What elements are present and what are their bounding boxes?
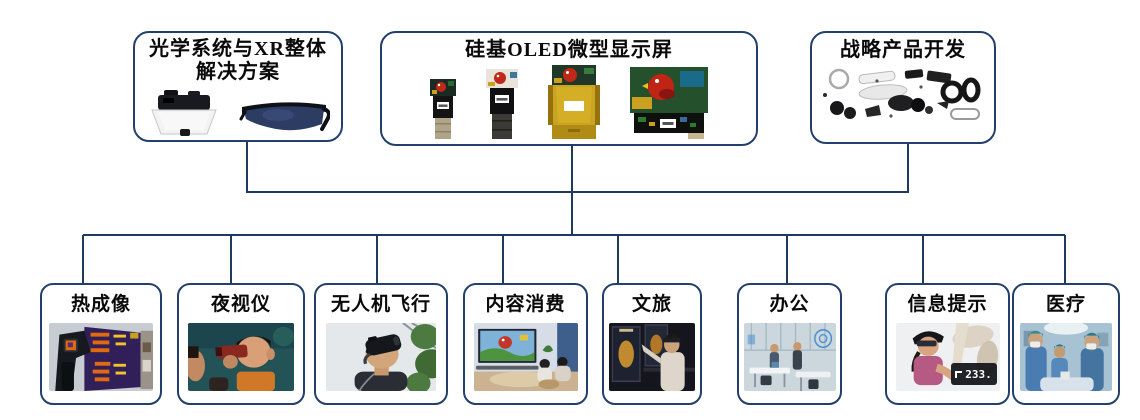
node-thermal-imaging: 热成像 — [40, 283, 162, 405]
living-room-screen-photo — [473, 323, 578, 391]
node-culture-tourism: 文旅 — [602, 283, 702, 405]
node-label: 无人机飞行 — [330, 294, 431, 315]
node-content-consumption: 内容消费 — [463, 283, 588, 405]
oled-module-large-photo — [630, 67, 708, 139]
node-drone-flight: 无人机飞行 — [314, 283, 448, 405]
oled-module-small-photo — [430, 79, 456, 139]
node-label: 文旅 — [631, 294, 672, 315]
node-strategic-product-development: 战略产品开发 — [810, 31, 996, 144]
node-title-line1: 光学系统与XR整体 — [149, 38, 327, 60]
exploded-components-photo — [823, 68, 981, 120]
optics-image-row — [135, 89, 341, 137]
node-title-line2: 解决方案 — [196, 61, 280, 83]
surgery-room-photo — [1020, 323, 1112, 391]
node-title: 硅基OLED微型显示屏 — [465, 39, 673, 61]
node-title: 战略产品开发 — [840, 39, 966, 61]
oled-module-medium-photo — [486, 69, 518, 139]
hud-value: 233. — [965, 367, 992, 381]
node-title: 光学系统与XR整体 解决方案 — [135, 38, 341, 84]
node-label: 医疗 — [1045, 294, 1086, 315]
node-label: 夜视仪 — [210, 294, 271, 315]
oled-module-yellow-photo — [548, 65, 600, 139]
node-label: 内容消费 — [485, 294, 566, 315]
node-label: 热成像 — [70, 294, 131, 315]
night-vision-kids-photo — [188, 323, 294, 391]
ar-glasses-photo — [239, 102, 330, 131]
hud-readout: 233. — [950, 363, 997, 385]
node-silicon-oled-microdisplay: 硅基OLED微型显示屏 — [380, 31, 758, 146]
node-office: 办公 — [737, 283, 842, 405]
oled-module-row — [382, 65, 756, 139]
node-label: 信息提示 — [907, 294, 988, 315]
cycling-hud-photo: 233. — [895, 323, 1000, 391]
node-optics-xr-solution: 光学系统与XR整体 解决方案 — [133, 31, 343, 142]
hud-corner-icon — [955, 370, 963, 378]
strategic-image-row — [812, 67, 994, 121]
museum-ar-photo — [609, 323, 695, 391]
office-ar-photo — [743, 323, 836, 391]
ar-viewer-photo — [151, 90, 217, 136]
node-label: 办公 — [769, 294, 810, 315]
fpv-goggles-photo — [326, 323, 436, 391]
node-night-vision: 夜视仪 — [177, 283, 305, 405]
node-medical: 医疗 — [1012, 283, 1120, 405]
thermal-camera-photo — [49, 323, 153, 391]
node-information-prompt: 信息提示 233. — [885, 283, 1010, 405]
